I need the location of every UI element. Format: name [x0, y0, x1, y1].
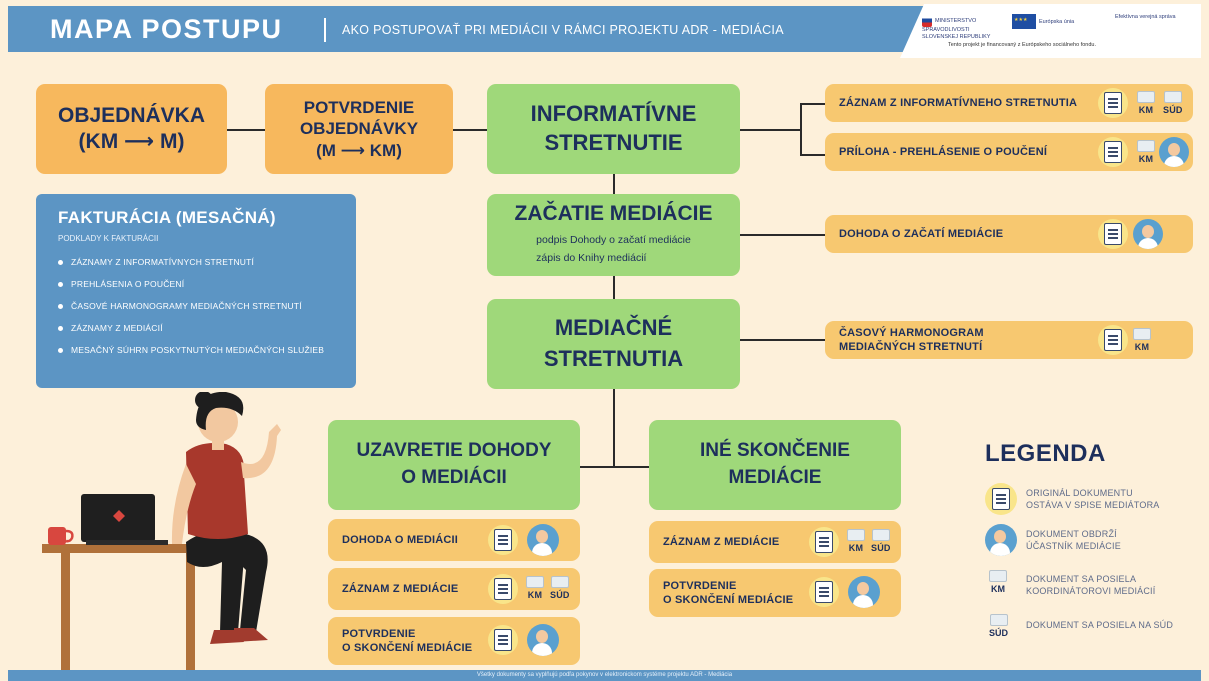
mediacne-stretnutia-box: MEDIAČNÉ STRETNUTIA	[487, 299, 740, 389]
doc-label: ČASOVÝ HARMONOGRAM MEDIAČNÝCH STRETNUTÍ	[839, 326, 984, 353]
fakturacia-item: ČASOVÉ HARMONOGRAMY MEDIAČNÝCH STRETNUTÍ	[58, 301, 334, 311]
original-doc-icon	[809, 577, 839, 607]
slovak-flag-icon	[922, 14, 932, 27]
km-envelope-icon: KM	[989, 570, 1007, 594]
participant-icon	[1159, 137, 1189, 167]
connector-line	[580, 466, 650, 468]
participant-icon	[527, 524, 559, 556]
km-envelope-icon: KM	[526, 576, 544, 600]
original-doc-icon	[1098, 219, 1128, 249]
original-doc-icon	[809, 527, 839, 557]
page-title: MAPA POSTUPU	[50, 14, 283, 44]
connector-line	[613, 174, 615, 196]
connector-line	[739, 129, 801, 131]
original-doc-icon	[985, 483, 1017, 515]
doc-label: PRÍLOHA - PREHLÁSENIE O POUČENÍ	[839, 146, 1048, 158]
fakturacia-item: PREHLÁSENIA O POUČENÍ	[58, 279, 334, 289]
connector-line	[613, 388, 615, 466]
page-subtitle: AKO POSTUPOVAŤ PRI MEDIÁCII V RÁMCI PROJ…	[342, 23, 784, 37]
doc-priloha-prehlasenie: PRÍLOHA - PREHLÁSENIE O POUČENÍ KM	[825, 133, 1193, 171]
sud-envelope-icon: SÚD	[1163, 91, 1183, 115]
fakturacia-subtitle: PODKLADY K FAKTURÁCII	[58, 234, 159, 243]
original-doc-icon	[488, 525, 518, 555]
doc-dohoda-zacati: DOHODA O ZAČATÍ MEDIÁCIE	[825, 215, 1193, 253]
connector-line	[613, 276, 615, 300]
connector-line	[739, 339, 825, 341]
km-envelope-icon: KM	[1137, 140, 1155, 164]
doc-label: DOHODA O ZAČATÍ MEDIÁCIE	[839, 228, 1004, 240]
doc-zaznam-z-mediacie-2: ZÁZNAM Z MEDIÁCIE KM SÚD	[649, 521, 901, 563]
original-doc-icon	[488, 625, 518, 655]
legend-ucastnik-text: DOKUMENT OBDRŽÍ ÚČASTNÍK MEDIÁCIE	[1026, 529, 1121, 552]
connector-line	[739, 234, 825, 236]
potvrdenie-objednavky-box: POTVRDENIE OBJEDNÁVKY (M ⟶ KM)	[265, 84, 453, 174]
header-divider	[324, 18, 326, 42]
sud-envelope-icon: SÚD	[871, 529, 891, 553]
doc-label: POTVRDENIE O SKONČENÍ MEDIÁCIE	[663, 579, 794, 606]
op-logo: Efektívna verejná správa	[1115, 14, 1176, 20]
fakturacia-item: ZÁZNAMY Z MEDIÁCIÍ	[58, 323, 334, 333]
sud-envelope-icon: SÚD	[989, 614, 1008, 638]
uzavretie-dohody-box: UZAVRETIE DOHODY O MEDIÁCII	[328, 420, 580, 510]
logos-panel: MINISTERSTVO SPRAVODLIVOSTI SLOVENSKEJ R…	[900, 4, 1201, 58]
doc-label: ZÁZNAM Z MEDIÁCIE	[342, 583, 459, 595]
doc-label: ZÁZNAM Z MEDIÁCIE	[663, 536, 780, 548]
zacatie-title: ZAČATIE MEDIÁCIE	[514, 202, 713, 226]
doc-casovy-harmonogram: ČASOVÝ HARMONOGRAM MEDIAČNÝCH STRETNUTÍ …	[825, 321, 1193, 359]
doc-label: POTVRDENIE O SKONČENÍ MEDIÁCIE	[342, 627, 473, 654]
ine-skoncenie-box: INÉ SKONČENIE MEDIÁCIE	[649, 420, 901, 510]
eu-flag-icon	[1012, 14, 1036, 29]
connector-line	[452, 129, 488, 131]
fakturacia-item: MESAČNÝ SÚHRN POSKYTNUTÝCH MEDIAČNÝCH SL…	[58, 345, 334, 355]
zacatie-details: podpis Dohody o začatí mediácie zápis do…	[536, 234, 691, 264]
original-doc-icon	[1098, 325, 1128, 355]
doc-zaznam-z-mediacie-1: ZÁZNAM Z MEDIÁCIE KM SÚD	[328, 568, 580, 610]
km-envelope-icon: KM	[847, 529, 865, 553]
connector-line	[800, 154, 825, 156]
objednavka-box: OBJEDNÁVKA (KM ⟶ M)	[36, 84, 227, 174]
zacatie-mediacie-box: ZAČATIE MEDIÁCIE podpis Dohody o začatí …	[487, 194, 740, 276]
participant-icon	[848, 576, 880, 608]
km-envelope-icon: KM	[1133, 328, 1151, 354]
km-envelope-icon: KM	[1137, 91, 1155, 115]
funding-note: Tento projekt je financovaný z Európskeh…	[948, 42, 1096, 48]
footer-note: Všetky dokumenty sa vyplňujú podľa pokyn…	[8, 670, 1201, 681]
sud-envelope-icon: SÚD	[550, 576, 570, 600]
doc-label: DOHODA O MEDIÁCII	[342, 534, 459, 546]
doc-potvrdenie-2: POTVRDENIE O SKONČENÍ MEDIÁCIE	[649, 569, 901, 617]
legend-title: LEGENDA	[985, 440, 1106, 467]
doc-label: ZÁZNAM Z INFORMATÍVNEHO STRETNUTIA	[839, 97, 1078, 109]
doc-dohoda-o-mediacii: DOHODA O MEDIÁCII	[328, 519, 580, 561]
legend-km-text: DOKUMENT SA POSIELA KOORDINÁTOROVI MEDIÁ…	[1026, 574, 1156, 597]
original-doc-icon	[1098, 88, 1128, 118]
participant-icon	[527, 624, 559, 656]
ministry-logo: MINISTERSTVO SPRAVODLIVOSTI SLOVENSKEJ R…	[922, 14, 992, 40]
legend-original-text: ORIGINÁL DOKUMENTU OSTÁVA V SPISE MEDIÁT…	[1026, 488, 1160, 511]
informativne-stretnutie-box: INFORMATÍVNE STRETNUTIE	[487, 84, 740, 174]
connector-line	[800, 103, 802, 155]
mediator-illustration	[42, 392, 281, 670]
doc-potvrdenie-1: POTVRDENIE O SKONČENÍ MEDIÁCIE	[328, 617, 580, 665]
fakturacia-panel: FAKTURÁCIA (MESAČNÁ) PODKLADY K FAKTURÁC…	[36, 194, 356, 388]
fakturacia-title: FAKTURÁCIA (MESAČNÁ)	[58, 208, 276, 227]
connector-line	[226, 129, 266, 131]
participant-icon	[985, 524, 1017, 556]
legend-sud-text: DOKUMENT SA POSIELA NA SÚD	[1026, 620, 1174, 630]
original-doc-icon	[1098, 137, 1128, 167]
eu-logo: Európska únia	[1012, 14, 1092, 29]
participant-icon	[1133, 219, 1163, 249]
doc-zaznam-informativneho: ZÁZNAM Z INFORMATÍVNEHO STRETNUTIA KM SÚ…	[825, 84, 1193, 122]
fakturacia-item: ZÁZNAMY Z INFORMATÍVNYCH STRETNUTÍ	[58, 257, 334, 267]
connector-line	[800, 103, 825, 105]
original-doc-icon	[488, 574, 518, 604]
